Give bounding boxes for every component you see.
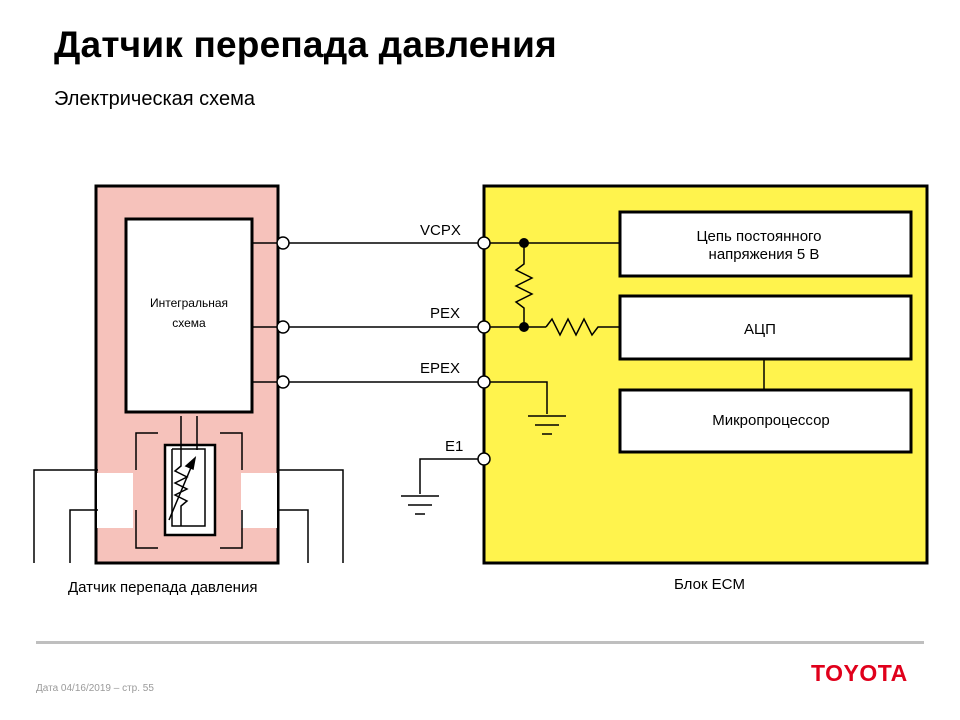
ecm-caption: Блок ECM	[674, 576, 745, 593]
microprocessor-label: Микропроцессор	[712, 412, 830, 429]
terminal-label-vcpx: VCPX	[420, 222, 461, 239]
ecm-terminal-vcpx	[477, 236, 491, 250]
terminal-label-epex: EPEX	[420, 360, 460, 377]
const-voltage-label-line1: Цепь постоянного	[696, 228, 821, 245]
sensor-terminal-vcpx	[276, 236, 290, 250]
microprocessor-block	[618, 388, 913, 454]
page-title: Датчик перепада давления	[54, 24, 557, 65]
ic-label-line1: Интегральная	[150, 296, 228, 310]
sensor-terminal-epex	[276, 375, 290, 389]
sensor-pipe-left	[97, 473, 133, 528]
adc-label: АЦП	[744, 321, 776, 338]
junction-dot	[519, 238, 529, 248]
ground-icon	[401, 495, 439, 515]
terminal-label-pex: PEX	[430, 305, 460, 322]
toyota-logo: TOYOTA	[811, 660, 908, 686]
page-subtitle: Электрическая схема	[54, 88, 255, 110]
ecm-terminal-e1	[477, 452, 491, 466]
variable-resistor-icon	[168, 416, 206, 527]
sensor-caption: Датчик перепада давления	[68, 579, 257, 596]
sensor-pipe-right	[241, 473, 277, 528]
sensor-terminal-pex	[276, 320, 290, 334]
ground-icon	[528, 415, 566, 435]
junction-dot	[519, 322, 529, 332]
pressure-pipe-lines	[33, 432, 344, 563]
ecm-terminal-epex	[477, 375, 491, 389]
piezo-element	[163, 443, 217, 537]
const-voltage-label-line2: напряжения 5 В	[709, 246, 820, 263]
const-voltage-block	[618, 210, 913, 278]
signal-wires	[252, 242, 620, 494]
terminal-label-e1: E1	[445, 438, 463, 455]
footer-divider	[36, 641, 924, 644]
footer-date-page: Дата 04/16/2019 – стр. 55	[36, 683, 154, 694]
integrated-circuit-box	[124, 217, 254, 414]
ecm-terminal-pex	[477, 320, 491, 334]
ic-label-line2: схема	[172, 316, 206, 330]
